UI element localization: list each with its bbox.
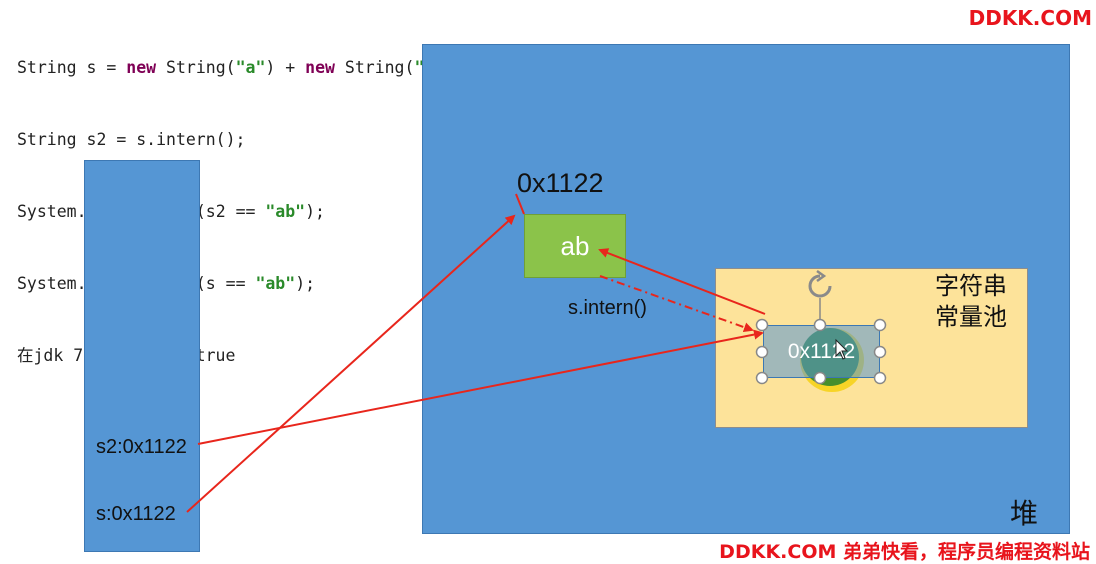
selection-handle[interactable] xyxy=(873,345,887,359)
string-pool-label-line2: 常量池 xyxy=(935,304,1007,331)
heap-label: 堆 xyxy=(1010,498,1039,529)
selection-handles xyxy=(755,318,887,385)
stack-var-s2: s2:0x1122 xyxy=(96,436,187,458)
address-tick-line xyxy=(515,193,525,215)
string-pool-label-line1: 字符串 xyxy=(935,273,1007,300)
arrow-s-to-object xyxy=(186,214,516,513)
code-line-2: String s2 = s.intern(); xyxy=(17,130,246,149)
intern-call-label: s.intern() xyxy=(568,297,647,319)
stack-box xyxy=(84,160,200,552)
stack-var-s: s:0x1122 xyxy=(96,503,176,525)
selection-handle[interactable] xyxy=(813,371,827,385)
rotate-handle-icon[interactable] xyxy=(808,269,832,298)
ab-string-object: ab xyxy=(524,214,626,278)
selection-handle[interactable] xyxy=(755,318,769,332)
arrow-intern-dashed xyxy=(599,275,754,333)
brand-watermark-top: DDKK.COM xyxy=(968,6,1092,30)
arrow-pool-to-object xyxy=(598,248,766,315)
arrow-s2-to-pool xyxy=(197,329,764,445)
mouse-cursor-icon xyxy=(835,338,849,360)
string-pool-label: 字符串 常量池 xyxy=(935,271,1007,333)
selection-handle[interactable] xyxy=(755,345,769,359)
selection-handle[interactable] xyxy=(755,371,769,385)
object-address-label: 0x1122 xyxy=(517,168,604,198)
selection-handle[interactable] xyxy=(873,371,887,385)
brand-watermark-bottom: DDKK.COM 弟弟快看，程序员编程资料站 xyxy=(719,541,1090,563)
selection-handle[interactable] xyxy=(813,318,827,332)
selection-handle[interactable] xyxy=(873,318,887,332)
